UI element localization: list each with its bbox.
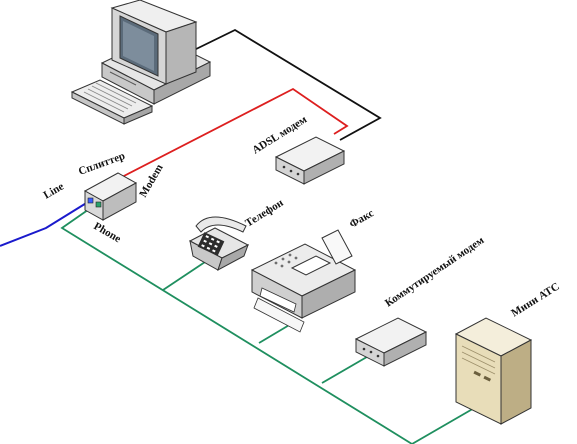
label-fax: Факс (348, 207, 377, 230)
label-phone: Phone (92, 220, 124, 245)
label-telephone: Телефон (243, 197, 286, 230)
fax-icon (250, 229, 357, 333)
phone-cable-network (60, 204, 477, 444)
adsl-modem-icon (274, 136, 346, 185)
mini-pbx-icon (454, 317, 533, 425)
computer-icon (70, 0, 212, 125)
modem-cable (119, 87, 349, 179)
label-mini-pbx: Мини АТС (509, 281, 562, 320)
line-cable (0, 201, 89, 247)
label-line: Line (42, 180, 67, 201)
label-dialup-modem: Коммутируемый модем (383, 234, 487, 309)
telephone-icon (188, 216, 250, 272)
dialup-modem-icon (354, 317, 428, 367)
computer-cable (189, 28, 382, 141)
splitter-icon (83, 172, 138, 221)
